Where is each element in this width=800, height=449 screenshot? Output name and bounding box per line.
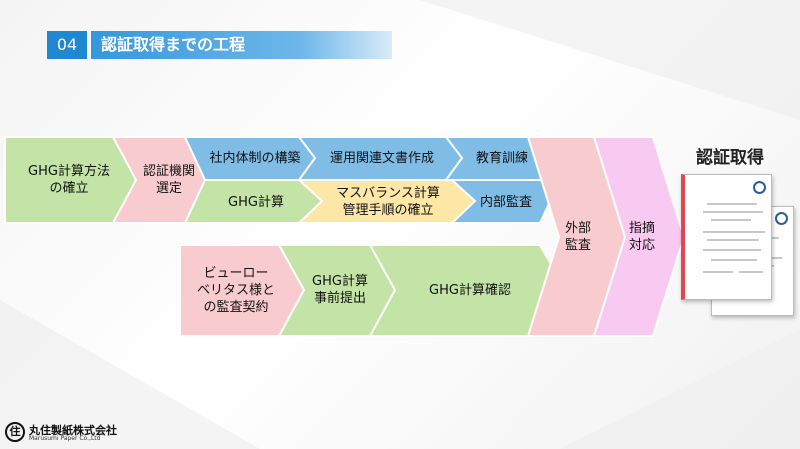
label-education: 教育訓練 [475,150,528,166]
certificate-document-front [681,174,772,300]
label-internal-audit: 内部監査 [479,194,532,210]
label-cert-body: 認証機関 選定 [142,164,195,196]
label-ghg-pre-submit: GHG計算 事前提出 [312,274,368,306]
label-internal-system: 社内体制の構築 [209,150,301,166]
label-corrective-action: 指摘 対応 [628,221,655,253]
seal-icon [753,181,766,194]
section-title: 認証取得までの工程 [91,31,392,59]
label-ghg-method: GHG計算方法 の確立 [28,164,110,196]
section-number: 04 [47,31,87,59]
step-corrective-action [592,136,686,337]
company-name-en: Marusumi Paper Co.,Ltd [29,435,101,442]
section-header: 04 認証取得までの工程 [47,31,392,59]
label-external-audit: 外部 監査 [564,221,591,253]
seal-icon [775,212,788,225]
label-bureau-veritas: ビューロー ベリタス様と の監査契約 [196,265,275,315]
label-operations-docs: 運用関連文書作成 [329,150,434,166]
label-ghg-confirm: GHG計算確認 [429,282,511,298]
company-name: 丸住製紙株式会社 [29,424,117,437]
company-logo-icon: 住 [5,422,25,442]
certification-title: 認証取得 [696,148,764,168]
label-ghg-calc: GHG計算 [228,194,284,210]
label-mass-balance: マスバランス計算 管理手順の確立 [336,186,440,218]
